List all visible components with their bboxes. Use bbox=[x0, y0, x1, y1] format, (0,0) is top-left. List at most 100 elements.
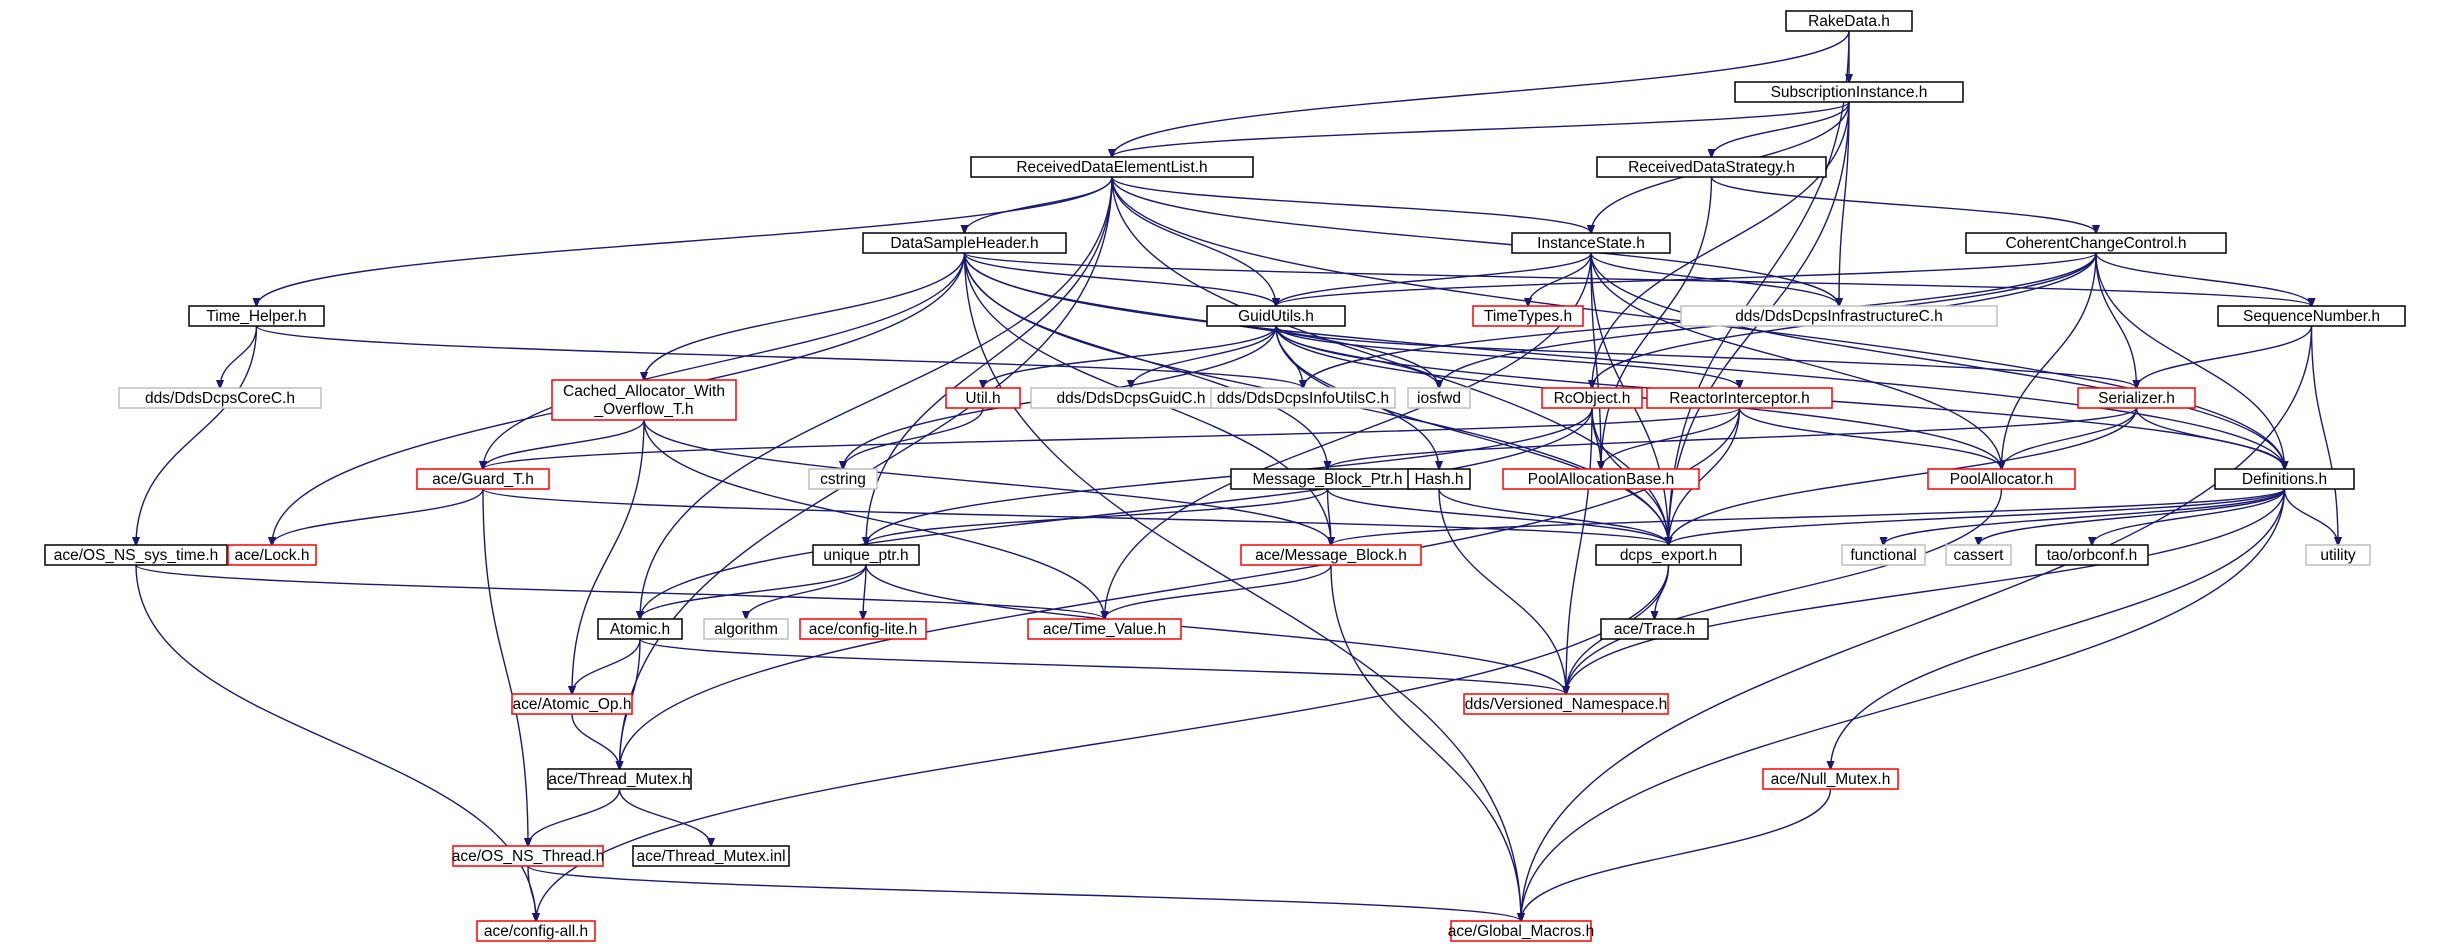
node-poolallocator[interactable]: PoolAllocator.h bbox=[1927, 468, 2076, 490]
edge-guidutils-to-serializer bbox=[1275, 325, 2137, 388]
edge-reactorinterceptor-to-poolallocator bbox=[1738, 407, 2002, 469]
node-versioned-namespace[interactable]: dds/Versioned_Namespace.h bbox=[1463, 693, 1669, 715]
edge-sequencenumber-to-serializer bbox=[2137, 325, 2313, 388]
dependency-edges bbox=[135, 30, 2338, 921]
edge-instancestate-to-poolallocationbase bbox=[1590, 252, 1601, 469]
node-label: ace/Message_Block.h bbox=[1255, 547, 1407, 564]
edge-atomic_op-to-thread_mutex bbox=[571, 713, 620, 769]
edge-definitions-to-versioned_namespace bbox=[1566, 488, 2286, 694]
node-instancestate[interactable]: InstanceState.h bbox=[1511, 232, 1671, 254]
node-cached-allocator[interactable]: Cached_Allocator_With_Overflow_T.h bbox=[551, 379, 737, 421]
node-box bbox=[118, 387, 322, 409]
node-os-ns-sys-time[interactable]: ace/OS_NS_sys_time.h bbox=[44, 544, 228, 566]
node-dcpsguidc: dds/DdsDcpsGuidC.h bbox=[1030, 387, 1232, 409]
node-reactorinterceptor[interactable]: ReactorInterceptor.h bbox=[1646, 387, 1833, 409]
node-box bbox=[2035, 544, 2149, 566]
node-label: SequenceNumber.h bbox=[2243, 308, 2380, 325]
node-datasampleheader[interactable]: DataSampleHeader.h bbox=[862, 232, 1067, 254]
edge-unique_ptr-to-atomic bbox=[640, 564, 867, 619]
node-label: algorithm bbox=[714, 621, 778, 638]
edge-receiveddataelementlist-to-instancestate bbox=[1111, 176, 1591, 233]
node-atomic[interactable]: Atomic.h bbox=[597, 618, 683, 640]
edge-receiveddataelementlist-to-dcpsinfrastructure bbox=[1111, 176, 1839, 306]
node-definitions[interactable]: Definitions.h bbox=[2214, 468, 2355, 490]
node-unique-ptr[interactable]: unique_ptr.h bbox=[812, 544, 920, 566]
node-box bbox=[1646, 387, 1833, 409]
edge-cached_allocator-to-time_value bbox=[643, 419, 1105, 619]
node-label: RakeData.h bbox=[1808, 13, 1890, 30]
node-guidutils[interactable]: GuidUtils.h bbox=[1206, 305, 1346, 327]
node-thread-mutex-inl[interactable]: ace/Thread_Mutex.inl bbox=[632, 845, 790, 867]
node-serializer[interactable]: Serializer.h bbox=[2077, 387, 2196, 409]
edge-os_ns_sys_time-to-config_all bbox=[135, 564, 536, 921]
node-functional: functional bbox=[1841, 544, 1926, 566]
node-label: ace/Lock.h bbox=[235, 547, 310, 564]
node-hash[interactable]: Hash.h bbox=[1407, 468, 1471, 490]
edge-hash-to-dcps_export bbox=[1438, 488, 1669, 545]
node-label: Time_Helper.h bbox=[206, 308, 306, 325]
node-message-block-ptr[interactable]: Message_Block_Ptr.h bbox=[1230, 468, 1425, 490]
node-box bbox=[1680, 305, 1998, 327]
edge-instancestate-to-dcpsinfrastructure bbox=[1590, 252, 1839, 306]
edge-serializer-to-poolallocator bbox=[2002, 407, 2138, 469]
node-box bbox=[862, 232, 1067, 254]
node-receiveddatastrategy[interactable]: ReceivedDataStrategy.h bbox=[1596, 156, 1827, 178]
node-box bbox=[2214, 468, 2355, 490]
node-dcpsinfrastructure: dds/DdsDcpsInfrastructureC.h bbox=[1680, 305, 1998, 327]
edge-guidutils-to-reactorinterceptor bbox=[1275, 325, 1740, 388]
node-subscriptioninstance[interactable]: SubscriptionInstance.h bbox=[1734, 81, 1964, 103]
node-util[interactable]: Util.h bbox=[945, 387, 1021, 409]
node-label: Message_Block_Ptr.h bbox=[1253, 471, 1403, 488]
node-dcps-export[interactable]: dcps_export.h bbox=[1595, 544, 1742, 566]
node-box bbox=[1502, 468, 1700, 490]
node-global-macros[interactable]: ace/Global_Macros.h bbox=[1448, 920, 1594, 942]
node-time-helper[interactable]: Time_Helper.h bbox=[188, 305, 325, 327]
node-label: ace/config-lite.h bbox=[809, 621, 918, 638]
edge-guard_t-to-lock bbox=[272, 488, 484, 545]
node-label: dds/DdsDcpsGuidC.h bbox=[1056, 390, 1205, 407]
node-box bbox=[227, 544, 317, 566]
node-box bbox=[1472, 305, 1584, 327]
node-box bbox=[452, 845, 604, 867]
node-box bbox=[632, 845, 790, 867]
node-message-block[interactable]: ace/Message_Block.h bbox=[1240, 544, 1422, 566]
node-os-ns-thread[interactable]: ace/OS_NS_Thread.h bbox=[452, 845, 605, 867]
node-guard-t[interactable]: ace/Guard_T.h bbox=[416, 468, 550, 490]
node-poolallocationbase[interactable]: PoolAllocationBase.h bbox=[1502, 468, 1700, 490]
edge-time_helper-to-dcpsinfoutils bbox=[255, 325, 1304, 388]
node-label: PoolAllocator.h bbox=[1950, 471, 2053, 488]
node-box bbox=[1027, 618, 1182, 640]
node-label: Cached_Allocator_With_Overflow_T.h bbox=[563, 383, 725, 418]
node-atomic-op[interactable]: ace/Atomic_Op.h bbox=[511, 693, 633, 715]
node-orbconf[interactable]: tao/orbconf.h bbox=[2035, 544, 2149, 566]
edge-message_block_ptr-to-dcps_export bbox=[1326, 488, 1669, 545]
node-lock[interactable]: ace/Lock.h bbox=[227, 544, 317, 566]
node-rcobject[interactable]: RcObject.h bbox=[1541, 387, 1643, 409]
node-null-mutex[interactable]: ace/Null_Mutex.h bbox=[1762, 768, 1899, 790]
edge-rakedata-to-receiveddataelementlist bbox=[1112, 30, 1850, 157]
node-coherentchangecontrol[interactable]: CoherentChangeControl.h bbox=[1965, 232, 2227, 254]
node-box bbox=[188, 305, 325, 327]
node-label: Hash.h bbox=[1414, 471, 1463, 488]
edge-instancestate-to-guidutils bbox=[1276, 252, 1592, 306]
node-time-value[interactable]: ace/Time_Value.h bbox=[1027, 618, 1182, 640]
edge-rcobject-to-versioned_namespace bbox=[1566, 407, 1593, 694]
node-config-all[interactable]: ace/config-all.h bbox=[476, 920, 596, 942]
node-rakedata[interactable]: RakeData.h bbox=[1785, 10, 1913, 32]
node-box bbox=[1595, 544, 1742, 566]
node-label: ace/Trace.h bbox=[1614, 621, 1695, 638]
edge-os_ns_thread-to-config_all bbox=[527, 865, 536, 921]
node-receiveddataelementlist[interactable]: ReceivedDataElementList.h bbox=[970, 156, 1254, 178]
node-box bbox=[597, 618, 683, 640]
edge-cached_allocator-to-atomic_op bbox=[572, 419, 645, 694]
node-label: Atomic.h bbox=[610, 621, 670, 638]
node-trace[interactable]: ace/Trace.h bbox=[1600, 618, 1709, 640]
node-timetypes[interactable]: TimeTypes.h bbox=[1472, 305, 1584, 327]
node-label: dds/DdsDcpsInfoUtilsC.h bbox=[1217, 390, 1389, 407]
node-sequencenumber[interactable]: SequenceNumber.h bbox=[2217, 305, 2406, 327]
edge-unique_ptr-to-config_lite bbox=[863, 564, 866, 619]
node-box bbox=[1407, 387, 1471, 409]
node-thread-mutex[interactable]: ace/Thread_Mutex.h bbox=[547, 768, 692, 790]
edge-message_block-to-global_macros bbox=[1330, 564, 1521, 921]
node-config-lite[interactable]: ace/config-lite.h bbox=[799, 618, 927, 640]
